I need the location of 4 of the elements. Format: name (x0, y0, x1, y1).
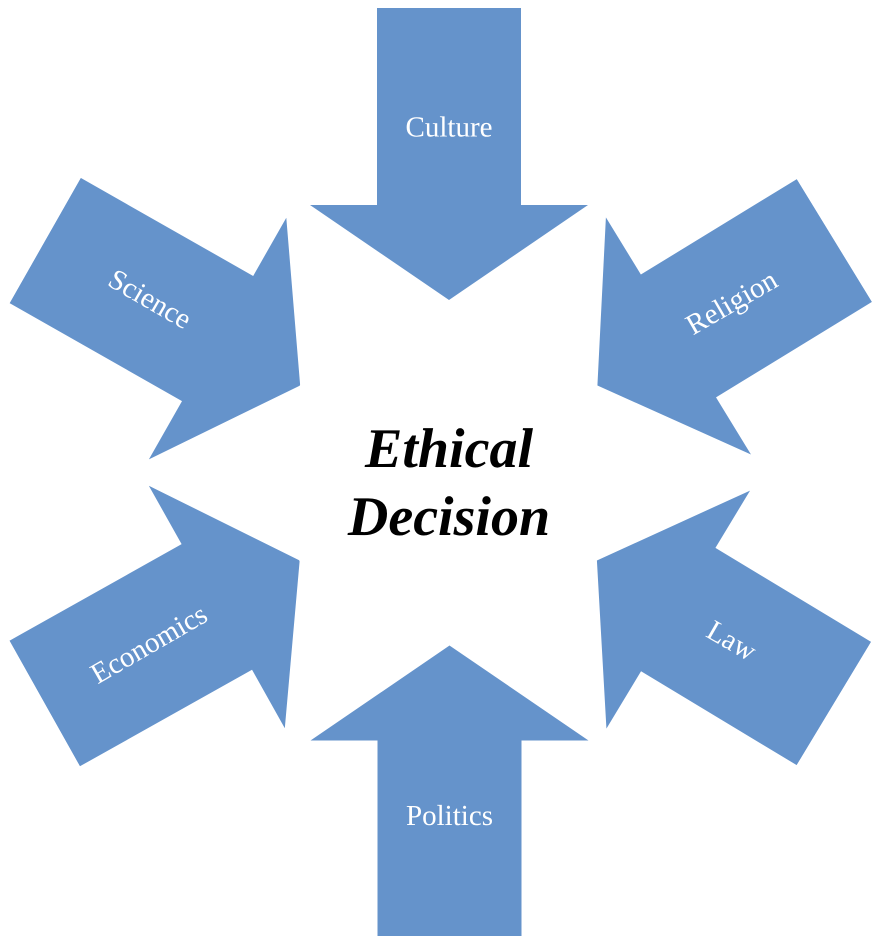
arrow-label: Culture (406, 112, 492, 144)
arrow-label: Politics (406, 800, 492, 832)
arrow-label: Law (700, 614, 762, 668)
center-heading: Ethical Decision (299, 415, 599, 551)
